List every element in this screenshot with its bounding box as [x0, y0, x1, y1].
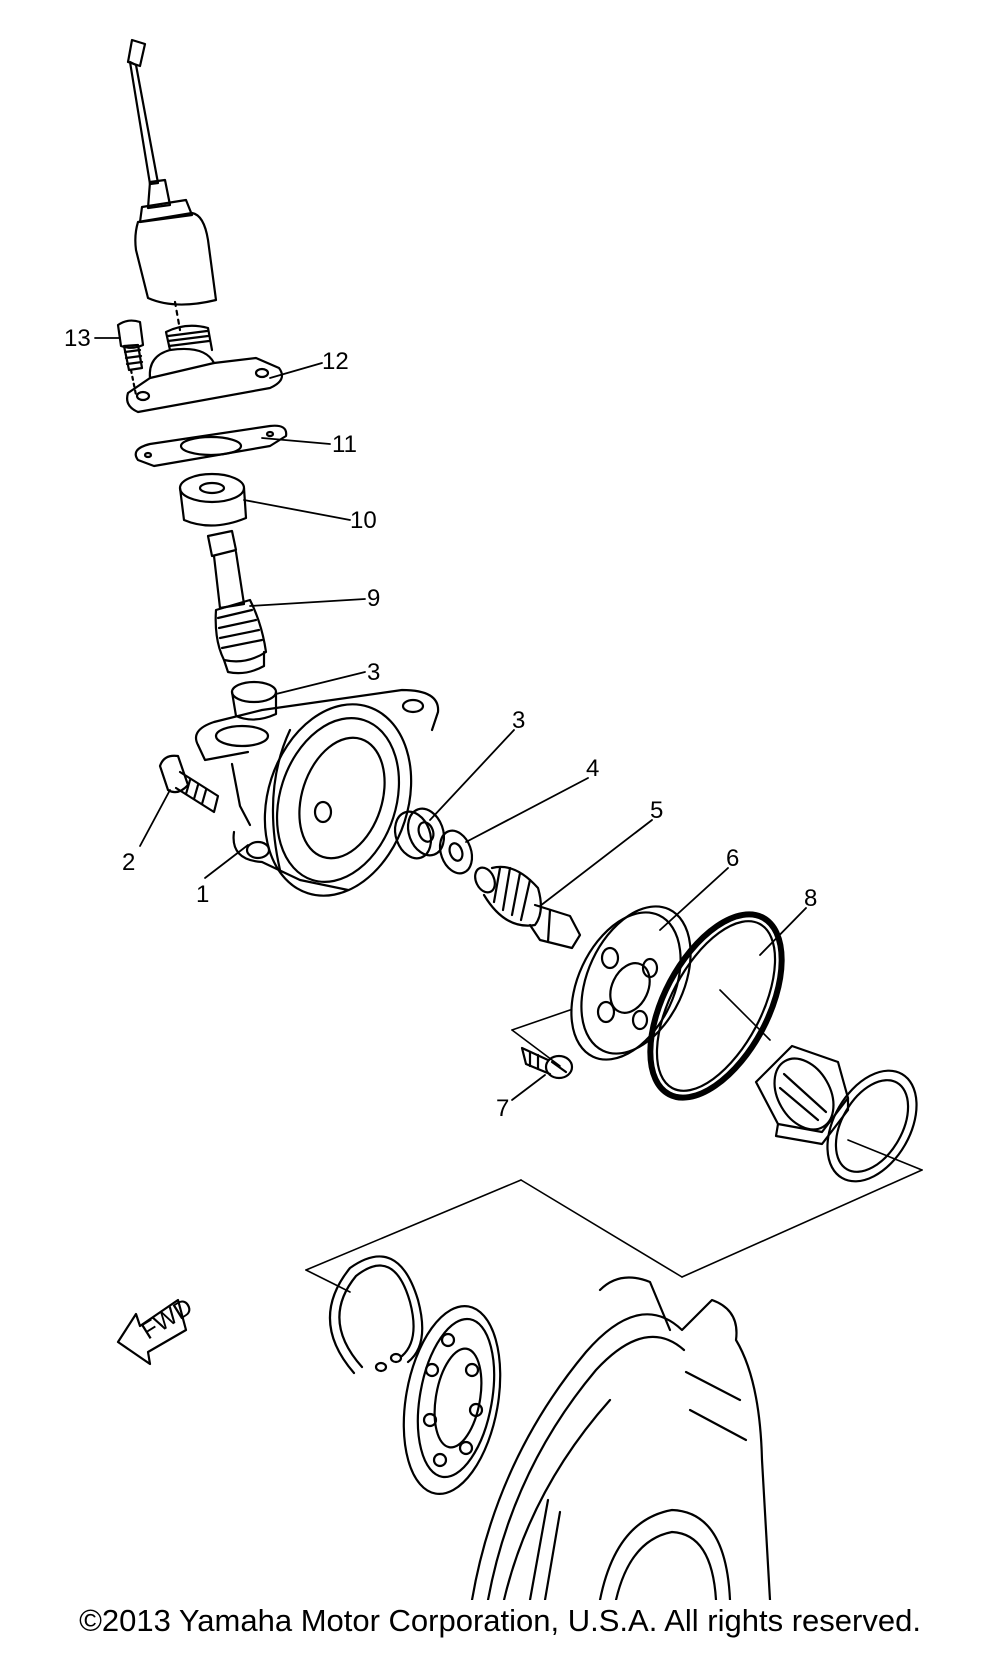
- bushing-3-lower: [393, 807, 446, 860]
- screw-7: [520, 1046, 574, 1080]
- fwd-arrow-icon: [116, 1298, 188, 1366]
- cable-joint-12: [126, 324, 284, 414]
- callout-7: 7: [496, 1095, 509, 1122]
- callout-12: 12: [322, 348, 349, 375]
- bushing-3-upper: [230, 680, 278, 721]
- callout-8: 8: [804, 885, 817, 912]
- callout-3-upper: 3: [367, 659, 380, 686]
- callout-9: 9: [367, 585, 380, 612]
- bearing: [402, 1305, 502, 1495]
- callout-6: 6: [726, 845, 739, 872]
- driven-gear-9: [206, 529, 268, 675]
- callout-3-lower: 3: [512, 707, 525, 734]
- assembly-guide-lines: [305, 989, 923, 1293]
- callout-1: 1: [196, 881, 209, 908]
- circlip: [328, 1255, 424, 1375]
- callout-11: 11: [332, 431, 357, 458]
- fwd-label: FWD: [137, 1293, 198, 1345]
- drive-gear-5: [474, 865, 582, 950]
- copyright-notice: ©2013 Yamaha Motor Corporation, U.S.A. A…: [79, 1603, 921, 1638]
- callout-13: 13: [64, 325, 91, 352]
- callout-labels: 13 12 11 10 9 3 3 4 5 6 8 2 1 7 FWD: [64, 325, 817, 1345]
- gear-housing-1: [194, 688, 440, 897]
- washer-4: [438, 829, 474, 875]
- bushing-10: [178, 472, 248, 527]
- nut: [754, 1044, 850, 1146]
- leader-lines: [94, 337, 807, 1101]
- callout-5: 5: [650, 797, 663, 824]
- lock-washer: [826, 1069, 918, 1183]
- gasket-11: [134, 424, 288, 468]
- bolt-13: [116, 319, 145, 397]
- callout-4: 4: [586, 755, 599, 782]
- exploded-parts-diagram: 13 12 11 10 9 3 3 4 5 6 8 2 1 7 FWD: [64, 38, 923, 1600]
- callout-2: 2: [122, 849, 135, 876]
- bolt-2: [158, 754, 220, 814]
- cover-plate-6: [570, 905, 692, 1061]
- callout-10: 10: [350, 507, 377, 534]
- wheel-hub: [470, 1276, 772, 1600]
- o-ring-8: [647, 911, 785, 1101]
- speedometer-cable: [126, 38, 218, 332]
